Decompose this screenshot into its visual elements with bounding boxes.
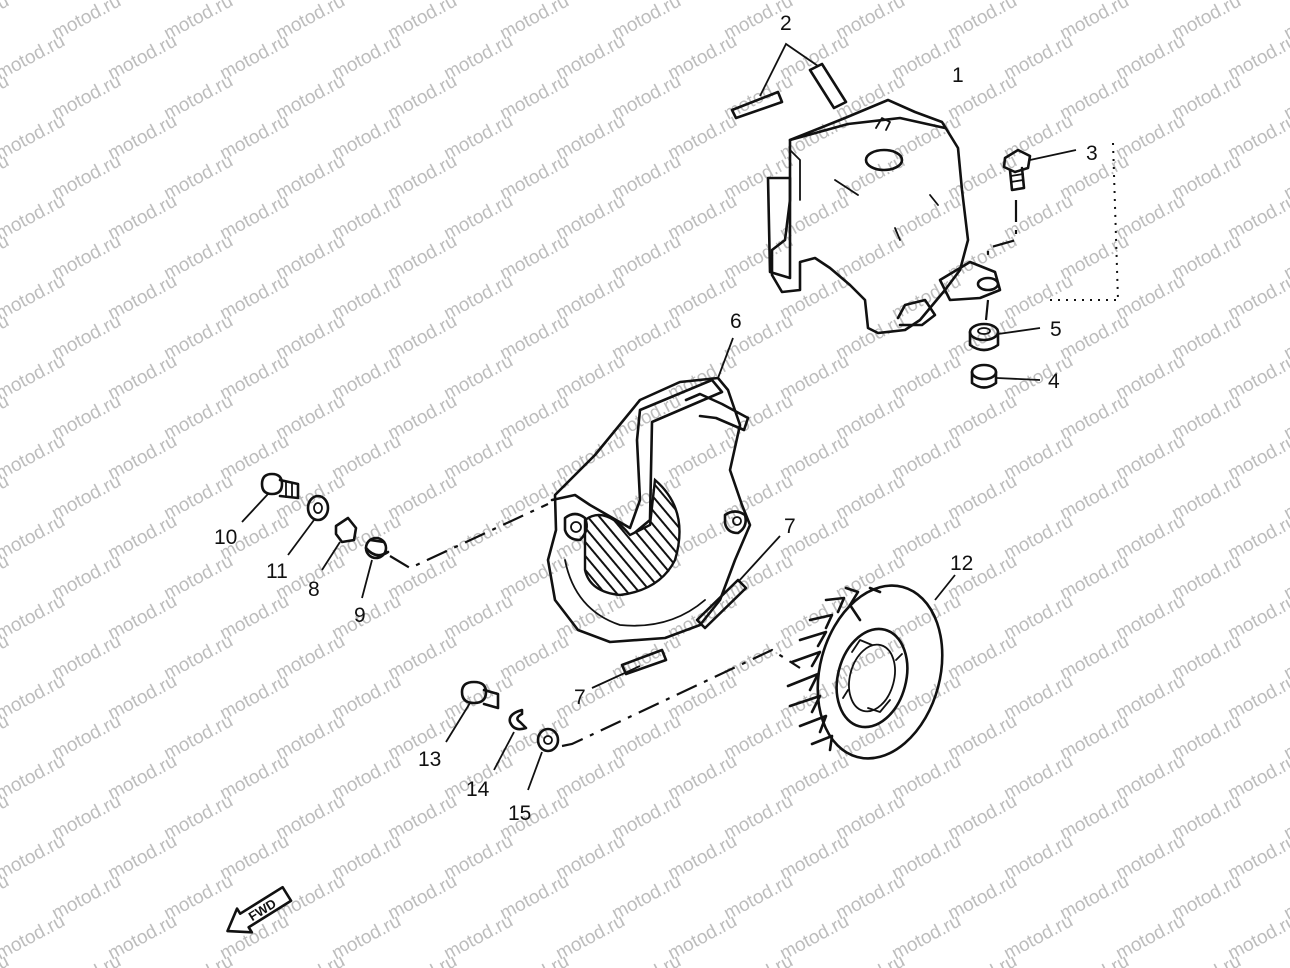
watermark-text: motod.ru xyxy=(0,591,69,645)
watermark-text: motod.ru xyxy=(0,511,69,565)
watermark-text: motod.ru xyxy=(272,951,348,968)
part-7-key-lower xyxy=(591,648,668,689)
part-7-key-upper xyxy=(695,535,781,630)
watermark-text: motod.ru xyxy=(0,671,69,725)
callout-5: 5 xyxy=(1050,318,1062,341)
part-9-grommet xyxy=(361,503,549,599)
callout-15: 15 xyxy=(508,802,531,825)
watermark-text: motod.ru xyxy=(944,951,1020,968)
callout-12: 12 xyxy=(950,552,973,575)
part-4-collar xyxy=(970,363,1041,389)
watermark-text: motod.ru xyxy=(720,951,796,968)
watermark-text: motod.ru xyxy=(1056,951,1132,968)
watermark-text: motod.ru xyxy=(0,911,69,965)
watermark-text: motod.ru xyxy=(384,951,460,968)
watermark-text: motod.ru xyxy=(1168,951,1244,968)
callout-labels: 1 2 3 5 4 6 7 7 12 10 11 8 9 13 14 15 xyxy=(214,12,1098,825)
watermark-text: motod.ru xyxy=(496,951,572,968)
callout-1: 1 xyxy=(952,64,964,87)
watermark-text: motod.ru xyxy=(160,951,236,968)
part-2-keys xyxy=(730,42,848,120)
part-12-flywheel xyxy=(786,574,956,760)
watermark-text: motod.ru xyxy=(48,951,124,968)
callout-6: 6 xyxy=(730,310,742,333)
callout-7-upper: 7 xyxy=(784,515,796,538)
part-8-collar xyxy=(321,516,358,571)
callout-9: 9 xyxy=(354,604,366,627)
part-5-grommet xyxy=(968,299,1041,352)
part-14-lock-washer xyxy=(493,708,528,771)
part-3-screw xyxy=(986,148,1077,262)
callout-10: 10 xyxy=(214,526,237,549)
part-11-washer xyxy=(287,494,330,556)
watermark-text: motod.ru xyxy=(0,271,69,325)
watermark-text: motod.ru xyxy=(0,431,69,485)
watermark-text: motod.ru xyxy=(0,351,69,405)
watermark-text: motod.ru xyxy=(0,751,69,805)
watermark-text: motod.ru xyxy=(0,0,13,44)
callout-11: 11 xyxy=(266,560,288,583)
watermark-text: motod.ru xyxy=(832,951,908,968)
callout-14: 14 xyxy=(466,778,490,801)
watermark-text: motod.ru xyxy=(0,831,69,885)
watermark-text: motod.ru xyxy=(1280,951,1290,968)
callout-3: 3 xyxy=(1086,142,1098,165)
part-10-bolt xyxy=(241,472,300,523)
watermark-text: motod.ru xyxy=(608,951,684,968)
part-1-cover xyxy=(766,98,1119,335)
watermark-text: motod.ru xyxy=(0,191,69,245)
callout-7-lower: 7 xyxy=(574,686,586,709)
watermark-text: motod.ru xyxy=(0,111,69,165)
callout-4: 4 xyxy=(1048,370,1060,393)
part-13-bolt xyxy=(445,680,500,743)
part-6-air-shroud xyxy=(546,337,752,644)
callout-2: 2 xyxy=(780,12,792,35)
watermark-text: motod.ru xyxy=(0,31,69,85)
watermark-text: motod.ru xyxy=(0,0,69,4)
part-15-washer xyxy=(527,648,801,791)
callout-13: 13 xyxy=(418,748,441,771)
callout-8: 8 xyxy=(308,578,320,601)
